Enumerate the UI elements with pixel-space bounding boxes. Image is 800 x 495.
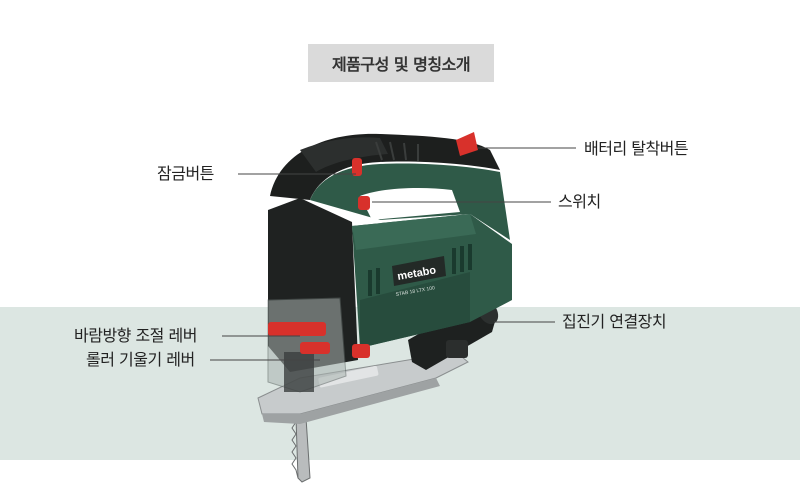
callout-lock-button: 잠금버튼 (157, 164, 214, 183)
battery-release-part (456, 132, 478, 156)
vent-slots (368, 244, 472, 296)
accent-parts (268, 132, 478, 358)
callout-roller-tilt-lever: 롤러 기울기 레버 (86, 350, 195, 369)
page-title: 제품구성 및 명칭소개 (331, 55, 471, 74)
pendulum-lever-part (268, 322, 326, 336)
lock-button-part (352, 158, 362, 176)
callout-battery-release-button: 배터리 탈착버튼 (584, 139, 689, 158)
saw-blade (291, 417, 311, 483)
switch-part (358, 196, 370, 210)
callout-dust-extractor: 집진기 연결장치 (562, 312, 667, 331)
leader-lines (210, 147, 576, 361)
callout-switch: 스위치 (558, 192, 601, 211)
title-box: 제품구성 및 명칭소개 (308, 44, 494, 82)
base-plate (257, 351, 469, 424)
callout-pendulum-lever: 바람방향 조절 레버 (74, 326, 197, 345)
roller-lever-part (300, 342, 330, 354)
